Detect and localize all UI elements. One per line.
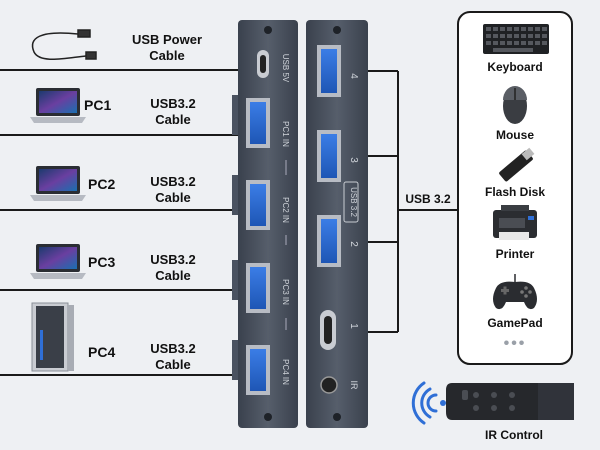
pc4-label: PC4: [88, 344, 116, 360]
power-cable-label: USB Power Cable: [112, 32, 222, 64]
power-cable-line2: Cable: [149, 48, 185, 63]
out-port-3: 3: [348, 157, 359, 163]
pc1-cable-line2: Cable: [155, 112, 191, 127]
ir-port-label: IR: [349, 381, 359, 391]
peripheral-label-flash-disk: Flash Disk: [484, 185, 546, 199]
pc3-cable-label: USB3.2 Cable: [128, 252, 218, 284]
peripherals-panel: [457, 11, 573, 365]
laptop-icon: [30, 88, 86, 123]
laptop-icon: [30, 244, 86, 279]
pc1-label: PC1: [84, 97, 112, 113]
bus-lines: [368, 70, 458, 333]
bus-label: USB 3.2: [405, 192, 451, 206]
pc4-cable-line2: Cable: [155, 357, 191, 372]
usb-cable-icon: [31, 29, 97, 60]
port-label-pc2: PC2 IN: [281, 197, 290, 223]
pc2-cable-line1: USB3.2: [150, 174, 196, 189]
pc2-cable-label: USB3.2 Cable: [128, 174, 218, 206]
peripheral-label-mouse: Mouse: [495, 128, 534, 142]
out-port-2: 2: [348, 241, 359, 247]
pc2-label: PC2: [88, 176, 116, 192]
mouse-icon: [503, 86, 527, 124]
ir-remote-icon: [446, 383, 574, 420]
printer-icon: [493, 205, 537, 240]
laptop-icon: [30, 166, 86, 201]
more-peripherals-indicator: •••: [503, 335, 527, 352]
keyboard-icon: [483, 24, 549, 54]
power-cable-line1: USB Power: [131, 32, 203, 47]
pc3-label: PC3: [88, 254, 116, 270]
pc1-cable-label: USB3.2 Cable: [128, 96, 218, 128]
gamepad-icon: [493, 274, 537, 310]
remote-label: IR Control: [485, 428, 543, 442]
kvm-input-unit: [232, 20, 298, 428]
port-label-pc1: PC1 IN: [281, 121, 290, 147]
port-label-pc4: PC4 IN: [281, 359, 290, 385]
port-label-usb5v: USB 5V: [281, 54, 290, 83]
flash-disk-icon: [499, 147, 535, 182]
pc4-cable-line1: USB3.2: [150, 341, 196, 356]
port-label-pc3: PC3 IN: [281, 279, 290, 305]
pc2-cable-line2: Cable: [155, 190, 191, 205]
peripheral-label-keyboard: Keyboard: [487, 60, 543, 74]
separator-lines: [0, 69, 238, 376]
pc1-cable-line1: USB3.2: [150, 96, 196, 111]
peripheral-label-printer: Printer: [495, 247, 535, 261]
out-port-1: 1: [348, 323, 359, 329]
pc3-cable-line1: USB3.2: [150, 252, 196, 267]
out-port-switch-label: USB 3.2: [349, 187, 358, 217]
kvm-output-unit: [306, 20, 368, 428]
out-port-4: 4: [348, 73, 359, 79]
desktop-tower-icon: [31, 302, 74, 372]
peripheral-label-gamepad: GamePad: [487, 316, 543, 330]
pc3-cable-line2: Cable: [155, 268, 191, 283]
ir-receiver: [320, 376, 338, 394]
pc4-cable-label: USB3.2 Cable: [128, 341, 218, 373]
wireless-signal-icon: [411, 381, 438, 425]
